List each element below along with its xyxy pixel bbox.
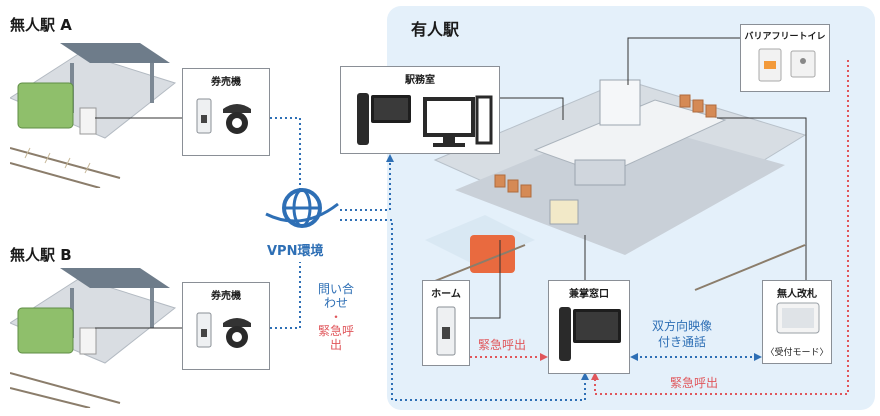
emergency-call-text: 緊急呼出 [317,324,354,352]
ticket-machine-label: 券売機 [211,77,241,88]
station-a-label: 無人駅 A [10,16,72,34]
monitor-pc-icon [357,93,493,147]
emergency-call-bottom-text: 緊急呼出 [670,376,719,390]
monitor-station-icon [559,307,621,361]
two-way-line2: 付き通話 [658,335,707,349]
kensho-window-box: 兼掌窓口 [548,280,630,374]
two-way-line1: 双方向映像 [652,319,713,333]
ticket-machine-box-a: 券売機 [182,68,270,156]
station-b-illustration [10,268,177,408]
home-label: ホーム [431,289,461,300]
home-box: ホーム [422,280,470,366]
inquiry-text: 問い合わせ [317,282,354,310]
two-way-annotation: 双方向映像 付き通話 [652,318,712,350]
ticket-machine-box-b: 券売機 [182,282,270,370]
barrier-free-toilet-label: バリアフリートイレ [744,32,826,42]
emergency-call-home-text: 緊急呼出 [478,338,527,352]
intercom-camera-icon [196,98,251,134]
manned-station-label: 有人駅 [411,20,460,39]
station-office-label: 駅務室 [405,75,435,86]
station-office-box: 駅務室 [340,66,500,154]
kensho-window-label: 兼掌窓口 [569,289,609,300]
ticket-machine-label: 券売機 [211,291,241,302]
separator-dot: ・ [329,310,342,324]
platform-intercom-icon [436,306,456,356]
manned-station-illustration [424,79,807,291]
station-b-label: 無人駅 B [10,246,72,264]
unmanned-gate-box: 無人改札 〈受付モード〉 [762,280,832,364]
vpn-globe-icon [265,188,339,228]
intercom-camera-icon [196,312,251,348]
gate-tablet-icon [776,302,820,334]
vpn-label: VPN環境 [267,244,324,259]
station-a-illustration [10,43,177,188]
unmanned-gate-label: 無人改札 [777,289,817,300]
toilet-call-device-icon [758,48,816,82]
reception-mode-label: 〈受付モード〉 [765,348,829,358]
inquiry-annotation: 問い合わせ ・ 緊急呼出 [316,282,356,352]
barrier-free-toilet-box: バリアフリートイレ [740,24,830,92]
